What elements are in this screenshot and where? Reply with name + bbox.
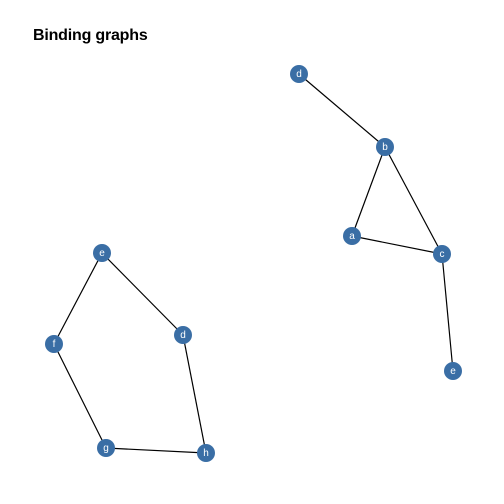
node-label: d [296, 69, 302, 80]
graph-node: d [174, 326, 192, 344]
node-circle [290, 65, 308, 83]
node-circle [433, 245, 451, 263]
graph-node: e [444, 362, 462, 380]
node-circle [45, 335, 63, 353]
diagram-title: Binding graphs [33, 27, 148, 44]
graph-node: f [45, 335, 63, 353]
graph-node: g [97, 439, 115, 457]
node-label: d [180, 330, 186, 341]
graph-node: d [290, 65, 308, 83]
graph-edge [53, 252, 103, 345]
node-label: g [103, 443, 109, 454]
node-circle [376, 138, 394, 156]
graph-node: b [376, 138, 394, 156]
graph-edge [53, 343, 107, 449]
node-circle [174, 326, 192, 344]
node-circle [93, 244, 111, 262]
node-label: b [382, 142, 388, 153]
node-circle [197, 444, 215, 462]
graph-edge [105, 447, 207, 454]
node-label: f [53, 339, 56, 350]
node-circle [444, 362, 462, 380]
node-label: c [440, 249, 445, 260]
graph-edge [101, 252, 184, 336]
graph-node: c [433, 245, 451, 263]
edges-layer [53, 73, 454, 454]
graph-edge [441, 253, 454, 372]
graph-node: a [343, 227, 361, 245]
node-label: h [203, 448, 209, 459]
graph-edge [298, 73, 386, 148]
graph-node: e [93, 244, 111, 262]
nodes-layer: d b a c e e f d g h [45, 65, 462, 462]
node-label: e [99, 248, 105, 259]
graph-edge [351, 235, 443, 255]
node-circle [343, 227, 361, 245]
graph-edge [384, 146, 443, 255]
graph-node: h [197, 444, 215, 462]
node-label: e [450, 366, 456, 377]
node-circle [97, 439, 115, 457]
graph-edge [182, 334, 207, 454]
node-label: a [349, 231, 355, 242]
graph-edge [351, 146, 386, 237]
